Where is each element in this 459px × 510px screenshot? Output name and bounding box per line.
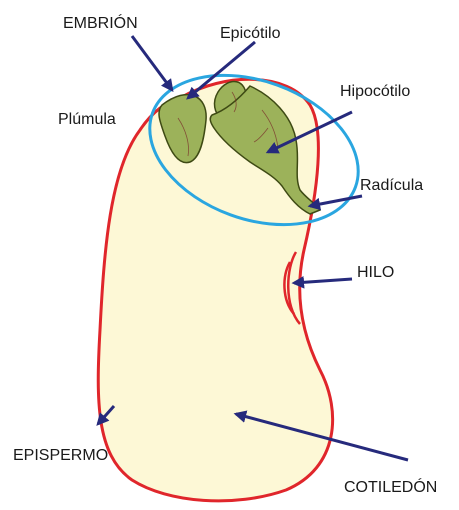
seed-body — [98, 79, 332, 501]
label-embrion: EMBRIÓN — [63, 13, 138, 32]
label-hilo: HILO — [357, 264, 394, 281]
arrow-embrion — [132, 36, 172, 90]
label-epispermo: EPISPERMO — [13, 447, 108, 464]
label-epicotilo: Epicótilo — [220, 25, 281, 42]
arrow-hilo — [294, 279, 352, 283]
label-radicula: Radícula — [360, 177, 423, 194]
label-cotiledon: COTILEDÓN — [344, 477, 437, 496]
label-hipocotilo: Hipocótilo — [340, 83, 410, 100]
label-plumula: Plúmula — [58, 111, 116, 128]
arrow-radicula — [310, 196, 362, 206]
